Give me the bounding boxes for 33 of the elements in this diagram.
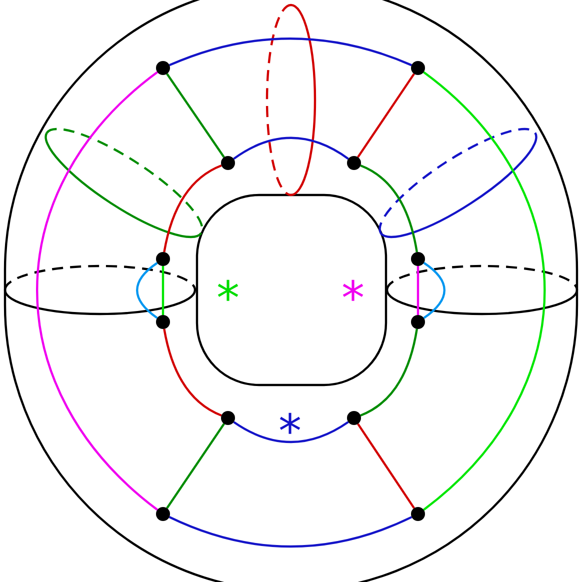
asterisk-mark: * (216, 278, 240, 312)
edge-curve (166, 423, 225, 509)
edge-curve (360, 328, 418, 416)
vertex-dot (156, 61, 170, 75)
vertex-dot (156, 252, 170, 266)
edge-curve (356, 423, 416, 509)
edge-curve (166, 73, 225, 158)
edge-curve (360, 164, 418, 252)
vertex-dot (156, 507, 170, 521)
edge-curve (136, 262, 158, 319)
edge-curve (163, 164, 222, 252)
edge-curve (162, 266, 164, 315)
edge-curve (163, 328, 222, 416)
edge-curve (233, 421, 349, 444)
edge-curve (233, 136, 349, 160)
vertex-dot (221, 156, 235, 170)
edge-curve (357, 73, 415, 158)
edge-curve (423, 262, 446, 319)
edge-curve (36, 71, 158, 511)
vertex-dot (411, 315, 425, 329)
edge-curve (169, 38, 412, 66)
vertex-dot (347, 156, 361, 170)
vertex-dot (411, 61, 425, 75)
edge-curve (168, 516, 412, 548)
vertex-dot (156, 315, 170, 329)
vertex-dot (411, 507, 425, 521)
edge-curve (416, 266, 420, 315)
vertex-dot (411, 252, 425, 266)
asterisk-mark: * (342, 278, 364, 312)
edge-curve (422, 71, 546, 511)
vertex-dot (221, 411, 235, 425)
asterisk-mark: * (278, 411, 302, 445)
vertex-dot (347, 411, 361, 425)
